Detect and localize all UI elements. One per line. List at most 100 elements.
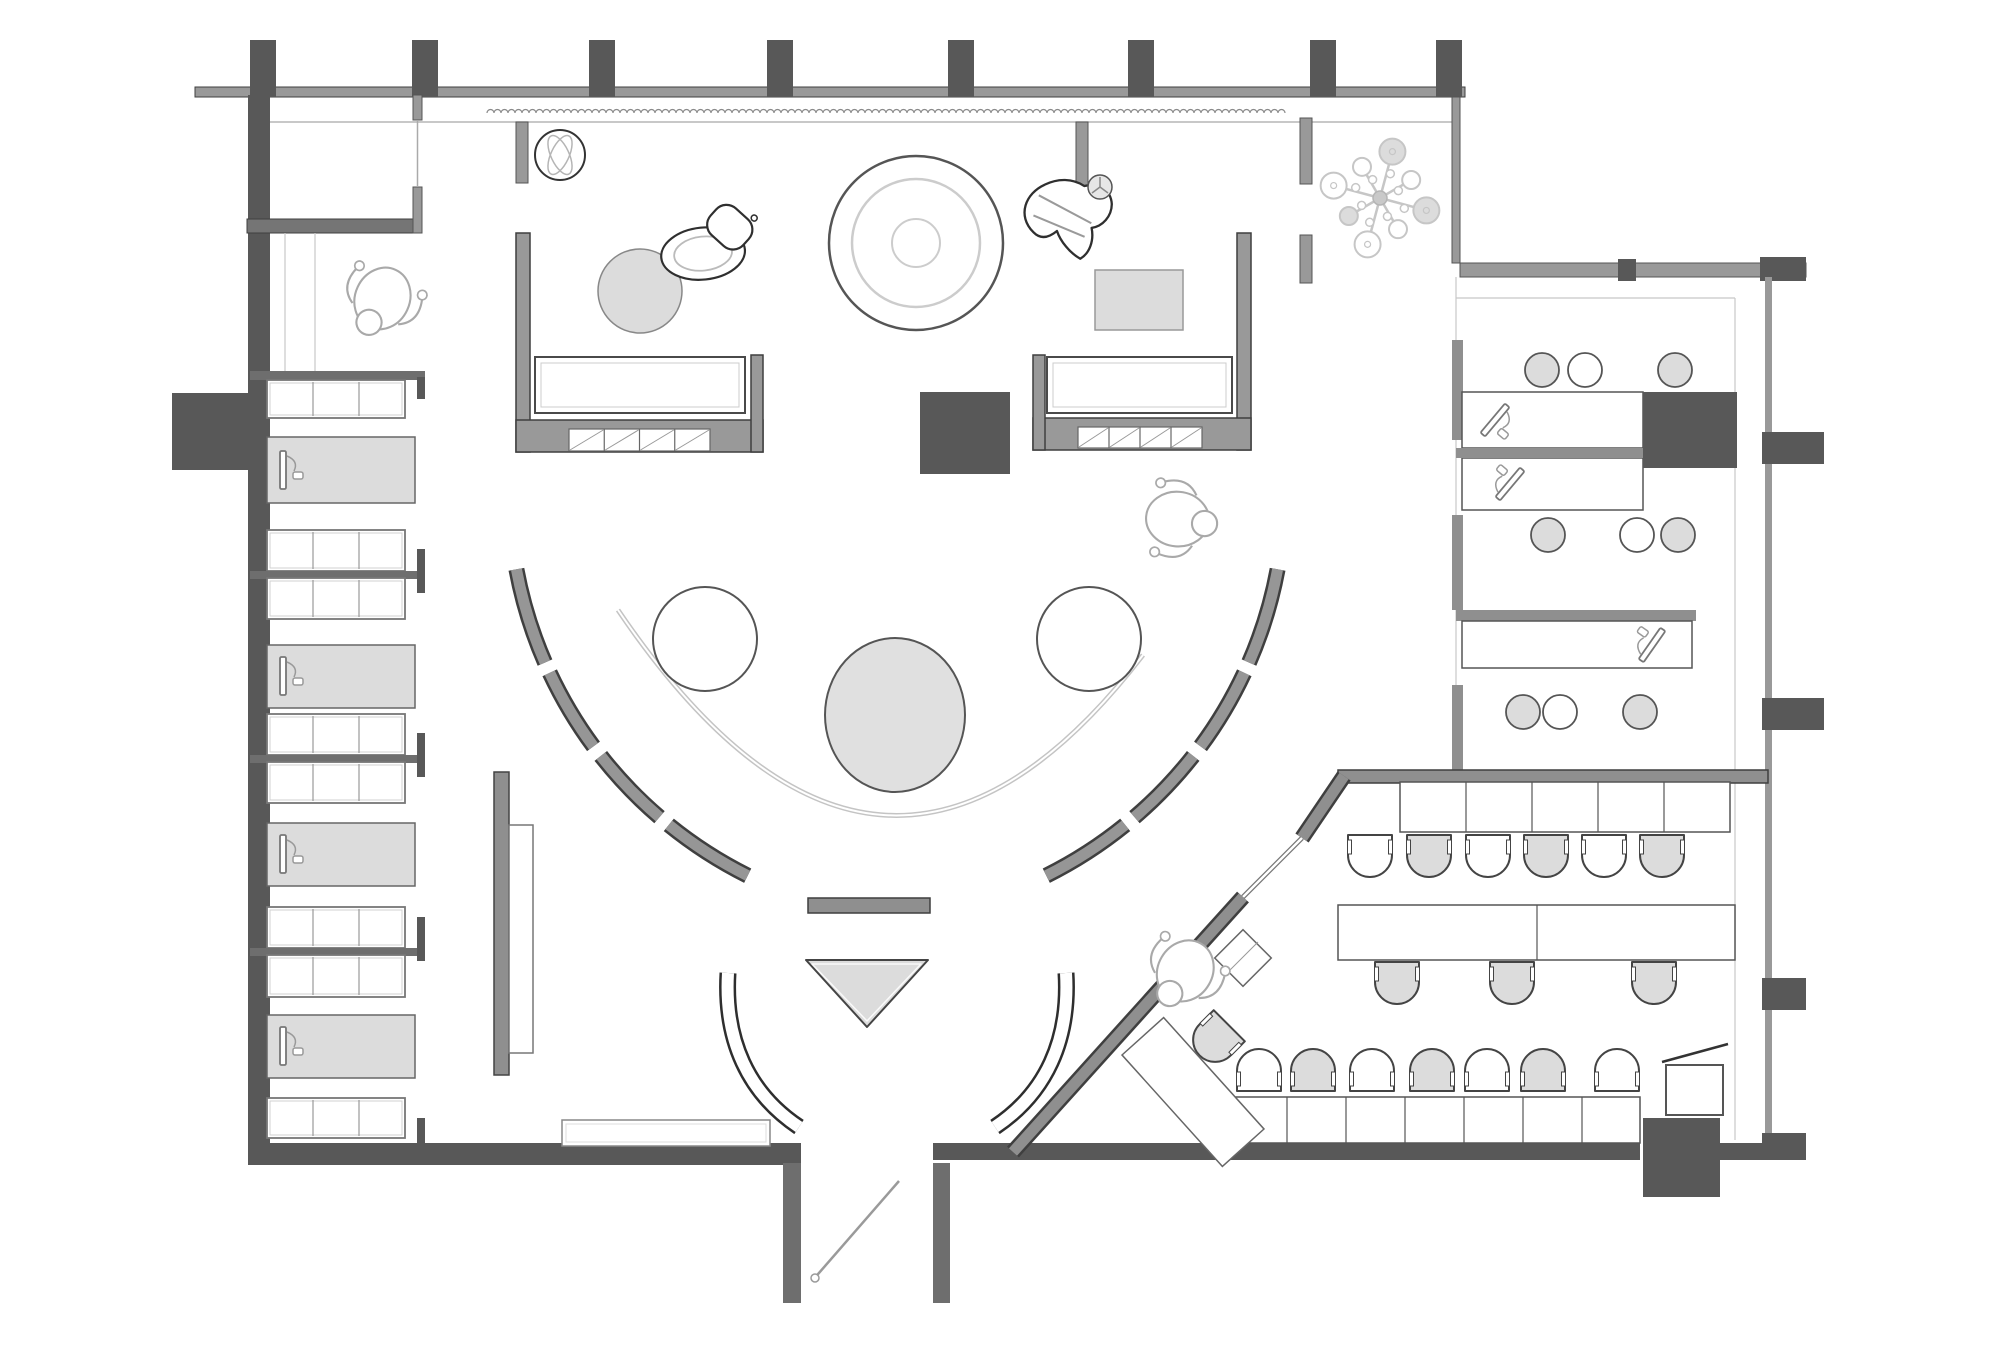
sofa-a-seat-inset bbox=[540, 362, 740, 408]
cafe-chair bbox=[1489, 961, 1535, 1005]
curved-display-wall-right bbox=[1042, 567, 1286, 883]
units-top-bar bbox=[250, 371, 425, 380]
pouf-white-right bbox=[1036, 586, 1142, 692]
sofa-a-seat bbox=[534, 356, 746, 414]
round-rug-center bbox=[891, 218, 941, 268]
storage-room-right-wall bbox=[412, 94, 423, 121]
office-chair bbox=[1660, 517, 1696, 553]
sofa-b-wall-left bbox=[1032, 354, 1046, 451]
cafe-table-row bbox=[1227, 1096, 1641, 1144]
center-low-bar bbox=[807, 897, 931, 914]
curtain-zigzag bbox=[486, 108, 1286, 114]
office-chair bbox=[1542, 694, 1578, 730]
cafe-table-row bbox=[1399, 781, 1731, 833]
entry-horn-wall-right bbox=[990, 972, 1075, 1135]
entry-door-hinge bbox=[810, 1273, 820, 1283]
ball-lamp bbox=[534, 129, 586, 181]
cafe-chair bbox=[1406, 834, 1452, 878]
laptop bbox=[1494, 464, 1525, 501]
top-column bbox=[948, 40, 974, 97]
cafe-table-long bbox=[1337, 904, 1736, 961]
round-rug-ring bbox=[850, 177, 982, 309]
left-wall-block bbox=[172, 393, 270, 470]
cafe-chair bbox=[1639, 834, 1685, 878]
office-desk bbox=[1461, 457, 1644, 511]
unit-bracket bbox=[417, 1118, 425, 1146]
shelf-unit bbox=[266, 906, 406, 949]
office-desk bbox=[1461, 391, 1644, 449]
shelf-unit bbox=[266, 379, 406, 419]
corner-bench bbox=[1120, 1016, 1266, 1168]
shelf-unit bbox=[266, 954, 406, 998]
desk-unit bbox=[266, 822, 416, 887]
entry-triangle-inner bbox=[811, 963, 922, 1022]
east-column bbox=[1762, 1133, 1806, 1159]
vestibule-wall bbox=[1299, 234, 1313, 284]
cafe-chair bbox=[1374, 961, 1420, 1005]
east-column bbox=[1762, 698, 1824, 730]
cafe-chair bbox=[1464, 1048, 1510, 1092]
top-column bbox=[589, 40, 615, 97]
desk-unit bbox=[266, 1014, 416, 1079]
laptop bbox=[1480, 403, 1511, 440]
cafe-diagonal-door bbox=[1241, 836, 1304, 899]
unit-bracket bbox=[417, 917, 425, 961]
entry-door-swing bbox=[811, 1180, 900, 1282]
units-divider bbox=[250, 571, 425, 579]
cafe-chair bbox=[1347, 834, 1393, 878]
east-column bbox=[1762, 432, 1824, 464]
laptop bbox=[279, 834, 304, 874]
desk-unit bbox=[266, 644, 416, 709]
cafe-chair bbox=[1236, 1048, 1282, 1092]
top-column bbox=[412, 40, 438, 97]
top-column bbox=[1128, 40, 1154, 97]
cafe-chair bbox=[1631, 961, 1677, 1005]
curved-display-wall-left bbox=[508, 567, 752, 883]
laptop bbox=[1636, 626, 1666, 663]
dark-plinth bbox=[920, 392, 1010, 474]
cafe-chair bbox=[1523, 834, 1569, 878]
top-wall-band bbox=[194, 86, 1466, 98]
units-divider bbox=[250, 948, 425, 956]
unit-bracket bbox=[417, 377, 425, 399]
left-wall bbox=[248, 95, 270, 1165]
cafe-service-door bbox=[1665, 1064, 1724, 1116]
office-chair bbox=[1622, 694, 1658, 730]
shelf-unit bbox=[266, 1097, 406, 1139]
person-figure bbox=[1149, 930, 1231, 1008]
office-chair bbox=[1530, 517, 1566, 553]
northeast-wall bbox=[1451, 96, 1461, 264]
office-wall-stub bbox=[1452, 515, 1463, 610]
shelf-unit bbox=[266, 529, 406, 572]
sofa-a-wall-left bbox=[515, 232, 531, 453]
cafe-diagonal-wall bbox=[1295, 771, 1351, 843]
vestibule-column bbox=[1618, 259, 1636, 281]
cafe-chair bbox=[1349, 1048, 1395, 1092]
office-desk bbox=[1461, 620, 1693, 669]
office-wall-stub bbox=[1452, 685, 1463, 770]
bottom-wall-left bbox=[248, 1143, 801, 1165]
pouf-white-left bbox=[652, 586, 758, 692]
sputnik-chandelier bbox=[1319, 137, 1441, 259]
shelf-unit bbox=[266, 577, 406, 620]
rug-a bbox=[597, 248, 683, 334]
corner-diamond-line bbox=[1227, 941, 1259, 973]
cafe-chair bbox=[1594, 1048, 1640, 1092]
laptop bbox=[279, 450, 304, 490]
office-chair bbox=[1505, 694, 1541, 730]
cafe-chair bbox=[1465, 834, 1511, 878]
armchair-tulip bbox=[1023, 178, 1113, 260]
entry-bench-inset bbox=[565, 1123, 767, 1143]
top-column bbox=[1310, 40, 1336, 97]
entry-horn-wall-left bbox=[719, 972, 804, 1135]
laptop bbox=[279, 656, 304, 696]
top-column bbox=[767, 40, 793, 97]
side-ball-table-detail bbox=[1091, 177, 1109, 194]
sofa-a-wall-right bbox=[750, 354, 764, 453]
entry-corridor-wall-left bbox=[783, 1163, 801, 1303]
units-divider bbox=[250, 755, 425, 763]
cafe-chair bbox=[1409, 1048, 1455, 1092]
armchair-hat bbox=[660, 203, 758, 281]
bottom-column bbox=[1643, 1118, 1720, 1197]
